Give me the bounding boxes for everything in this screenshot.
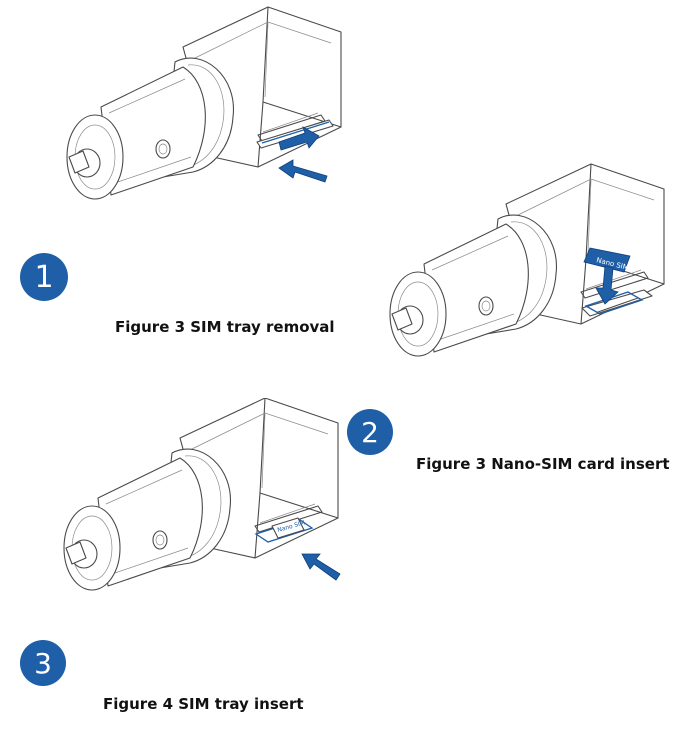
charger-card-insert: Nano SIM <box>384 162 683 362</box>
caption-step-3: Figure 4 SIM tray insert <box>103 695 304 713</box>
caption-step-2: Figure 3 Nano-SIM card insert <box>416 455 670 473</box>
step-1-number: 1 <box>34 259 54 295</box>
charger-tray-insert: Nano SIM <box>60 397 360 598</box>
arrow-in-icon <box>301 553 341 581</box>
arrow-push-pin-icon <box>278 159 328 183</box>
step-2-badge: 2 <box>347 409 393 455</box>
step-2-number: 2 <box>361 415 379 449</box>
arrow-out-icon <box>278 126 320 151</box>
charger-tray-removal <box>57 2 357 207</box>
step-3-number: 3 <box>34 646 52 680</box>
arrow-down-icon <box>595 265 619 305</box>
step-3-badge: 3 <box>20 640 66 686</box>
caption-step-1: Figure 3 SIM tray removal <box>115 318 335 336</box>
step-1-badge: 1 <box>20 253 68 301</box>
